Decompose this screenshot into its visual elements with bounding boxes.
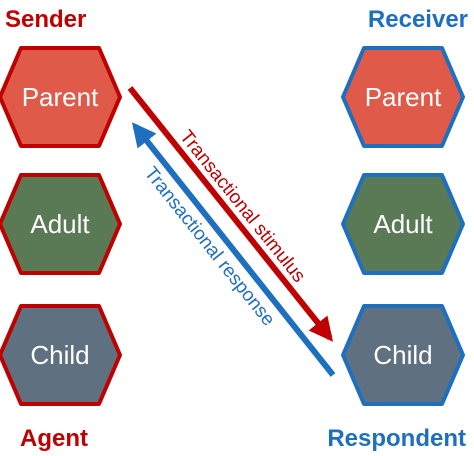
sender-heading: Sender xyxy=(5,6,86,33)
respondent-heading: Respondent xyxy=(327,425,466,452)
right-child-hexagon: Child xyxy=(341,304,465,406)
right-child-label: Child xyxy=(373,340,432,370)
right-parent-hexagon: Parent xyxy=(341,46,465,148)
left-adult-hexagon: Adult xyxy=(0,173,122,275)
right-adult-label: Adult xyxy=(373,209,433,239)
left-child-hexagon: Child xyxy=(0,304,122,406)
receiver-heading: Receiver xyxy=(368,6,468,33)
left-child-label: Child xyxy=(30,340,89,370)
right-parent-label: Parent xyxy=(365,82,442,112)
agent-heading: Agent xyxy=(20,425,88,452)
left-parent-label: Parent xyxy=(22,82,99,112)
right-adult-hexagon: Adult xyxy=(341,173,465,275)
left-adult-label: Adult xyxy=(30,209,90,239)
response-arrow xyxy=(132,122,336,377)
left-parent-hexagon: Parent xyxy=(0,46,122,148)
stimulus-arrow xyxy=(127,86,333,342)
